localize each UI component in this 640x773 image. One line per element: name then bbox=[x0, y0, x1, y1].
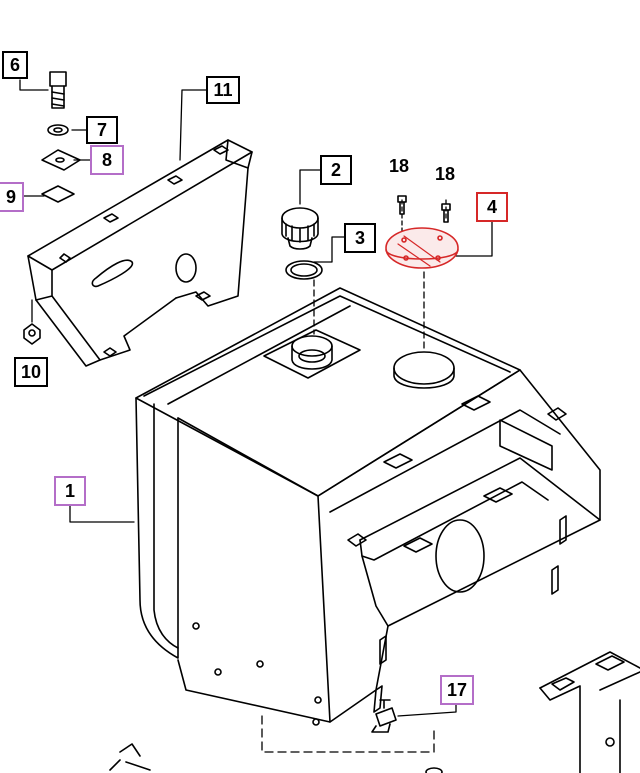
lower-left-partial-icon bbox=[109, 743, 151, 771]
callout-17[interactable]: 17 bbox=[440, 675, 474, 705]
callout-9[interactable]: 9 bbox=[0, 182, 24, 212]
cover-plate-4-icon bbox=[385, 227, 459, 269]
lower-middle-partial-icon bbox=[425, 767, 443, 773]
callout-8[interactable]: 8 bbox=[90, 145, 124, 175]
lower-right-bracket-icon bbox=[539, 651, 640, 773]
callout-6[interactable]: 6 bbox=[2, 51, 28, 79]
bolt-6-icon bbox=[49, 71, 67, 109]
callout-1[interactable]: 1 bbox=[54, 476, 86, 506]
callout-3[interactable]: 3 bbox=[344, 223, 376, 253]
screw-18-right-icon bbox=[441, 203, 451, 223]
clip-8-icon bbox=[41, 149, 81, 171]
callout-7[interactable]: 7 bbox=[86, 116, 118, 144]
filler-cap-2-icon bbox=[281, 207, 319, 250]
fuel-tank-1-icon bbox=[135, 287, 601, 726]
drain-valve-17-icon bbox=[371, 699, 397, 733]
screw-18-left-icon bbox=[397, 195, 407, 215]
callout-10[interactable]: 10 bbox=[14, 357, 48, 387]
plate-9-icon bbox=[41, 185, 75, 203]
label-18-right: 18 bbox=[435, 164, 456, 184]
callout-2[interactable]: 2 bbox=[320, 155, 352, 185]
callout-4[interactable]: 4 bbox=[476, 192, 508, 222]
label-18-left: 18 bbox=[389, 156, 410, 176]
bracket-11-icon bbox=[27, 139, 253, 367]
leader-lines bbox=[19, 79, 493, 753]
nut-10-icon bbox=[23, 323, 41, 345]
callout-11[interactable]: 11 bbox=[206, 76, 240, 104]
seal-ring-3-icon bbox=[285, 260, 323, 280]
washer-7-icon bbox=[47, 124, 69, 136]
